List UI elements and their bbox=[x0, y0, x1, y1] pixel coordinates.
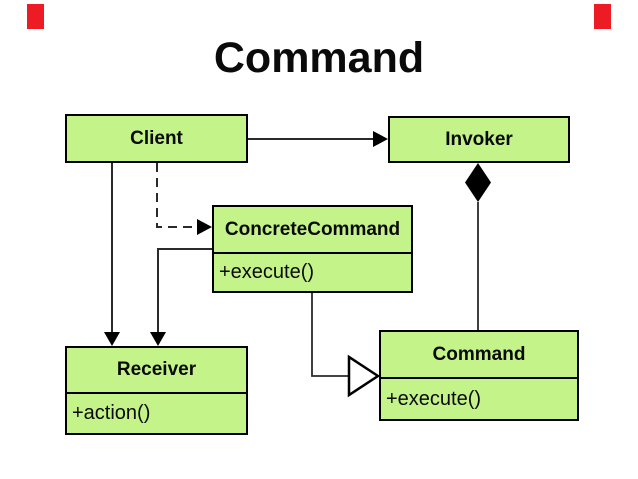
red-corner-marker-left bbox=[27, 4, 44, 29]
class-box-concretecommand: ConcreteCommand +execute() bbox=[212, 205, 413, 293]
filled-arrowhead-icon bbox=[373, 131, 388, 147]
page-title: Command bbox=[213, 34, 425, 82]
class-name: Command bbox=[432, 343, 526, 365]
filled-diamond-icon bbox=[465, 163, 491, 202]
class-name: Receiver bbox=[116, 359, 197, 380]
association-client-receiver bbox=[104, 163, 120, 346]
class-box-receiver: Receiver +action() bbox=[65, 346, 248, 435]
class-method: +execute() bbox=[381, 377, 577, 419]
red-corner-marker-right bbox=[594, 4, 611, 29]
class-box-invoker: Invoker bbox=[388, 116, 570, 163]
class-box-command: Command +execute() bbox=[379, 330, 579, 421]
dependency-client-concretecommand bbox=[156, 163, 212, 235]
class-name: ConcreteCommand bbox=[224, 218, 401, 240]
filled-arrowhead-icon bbox=[150, 332, 166, 346]
class-method: +action() bbox=[67, 392, 246, 433]
aggregation-invoker-command bbox=[465, 163, 491, 330]
filled-arrowhead-icon bbox=[104, 332, 120, 346]
association-concretecommand-receiver bbox=[150, 248, 212, 346]
filled-arrowhead-icon bbox=[197, 219, 212, 235]
class-name: Client bbox=[130, 127, 183, 149]
association-client-invoker bbox=[248, 131, 388, 147]
realization-concretecommand-command bbox=[311, 293, 381, 398]
class-name: Invoker bbox=[445, 128, 513, 150]
hollow-triangle-icon bbox=[347, 354, 381, 398]
class-box-client: Client bbox=[65, 114, 248, 163]
class-method: +execute() bbox=[214, 252, 411, 291]
